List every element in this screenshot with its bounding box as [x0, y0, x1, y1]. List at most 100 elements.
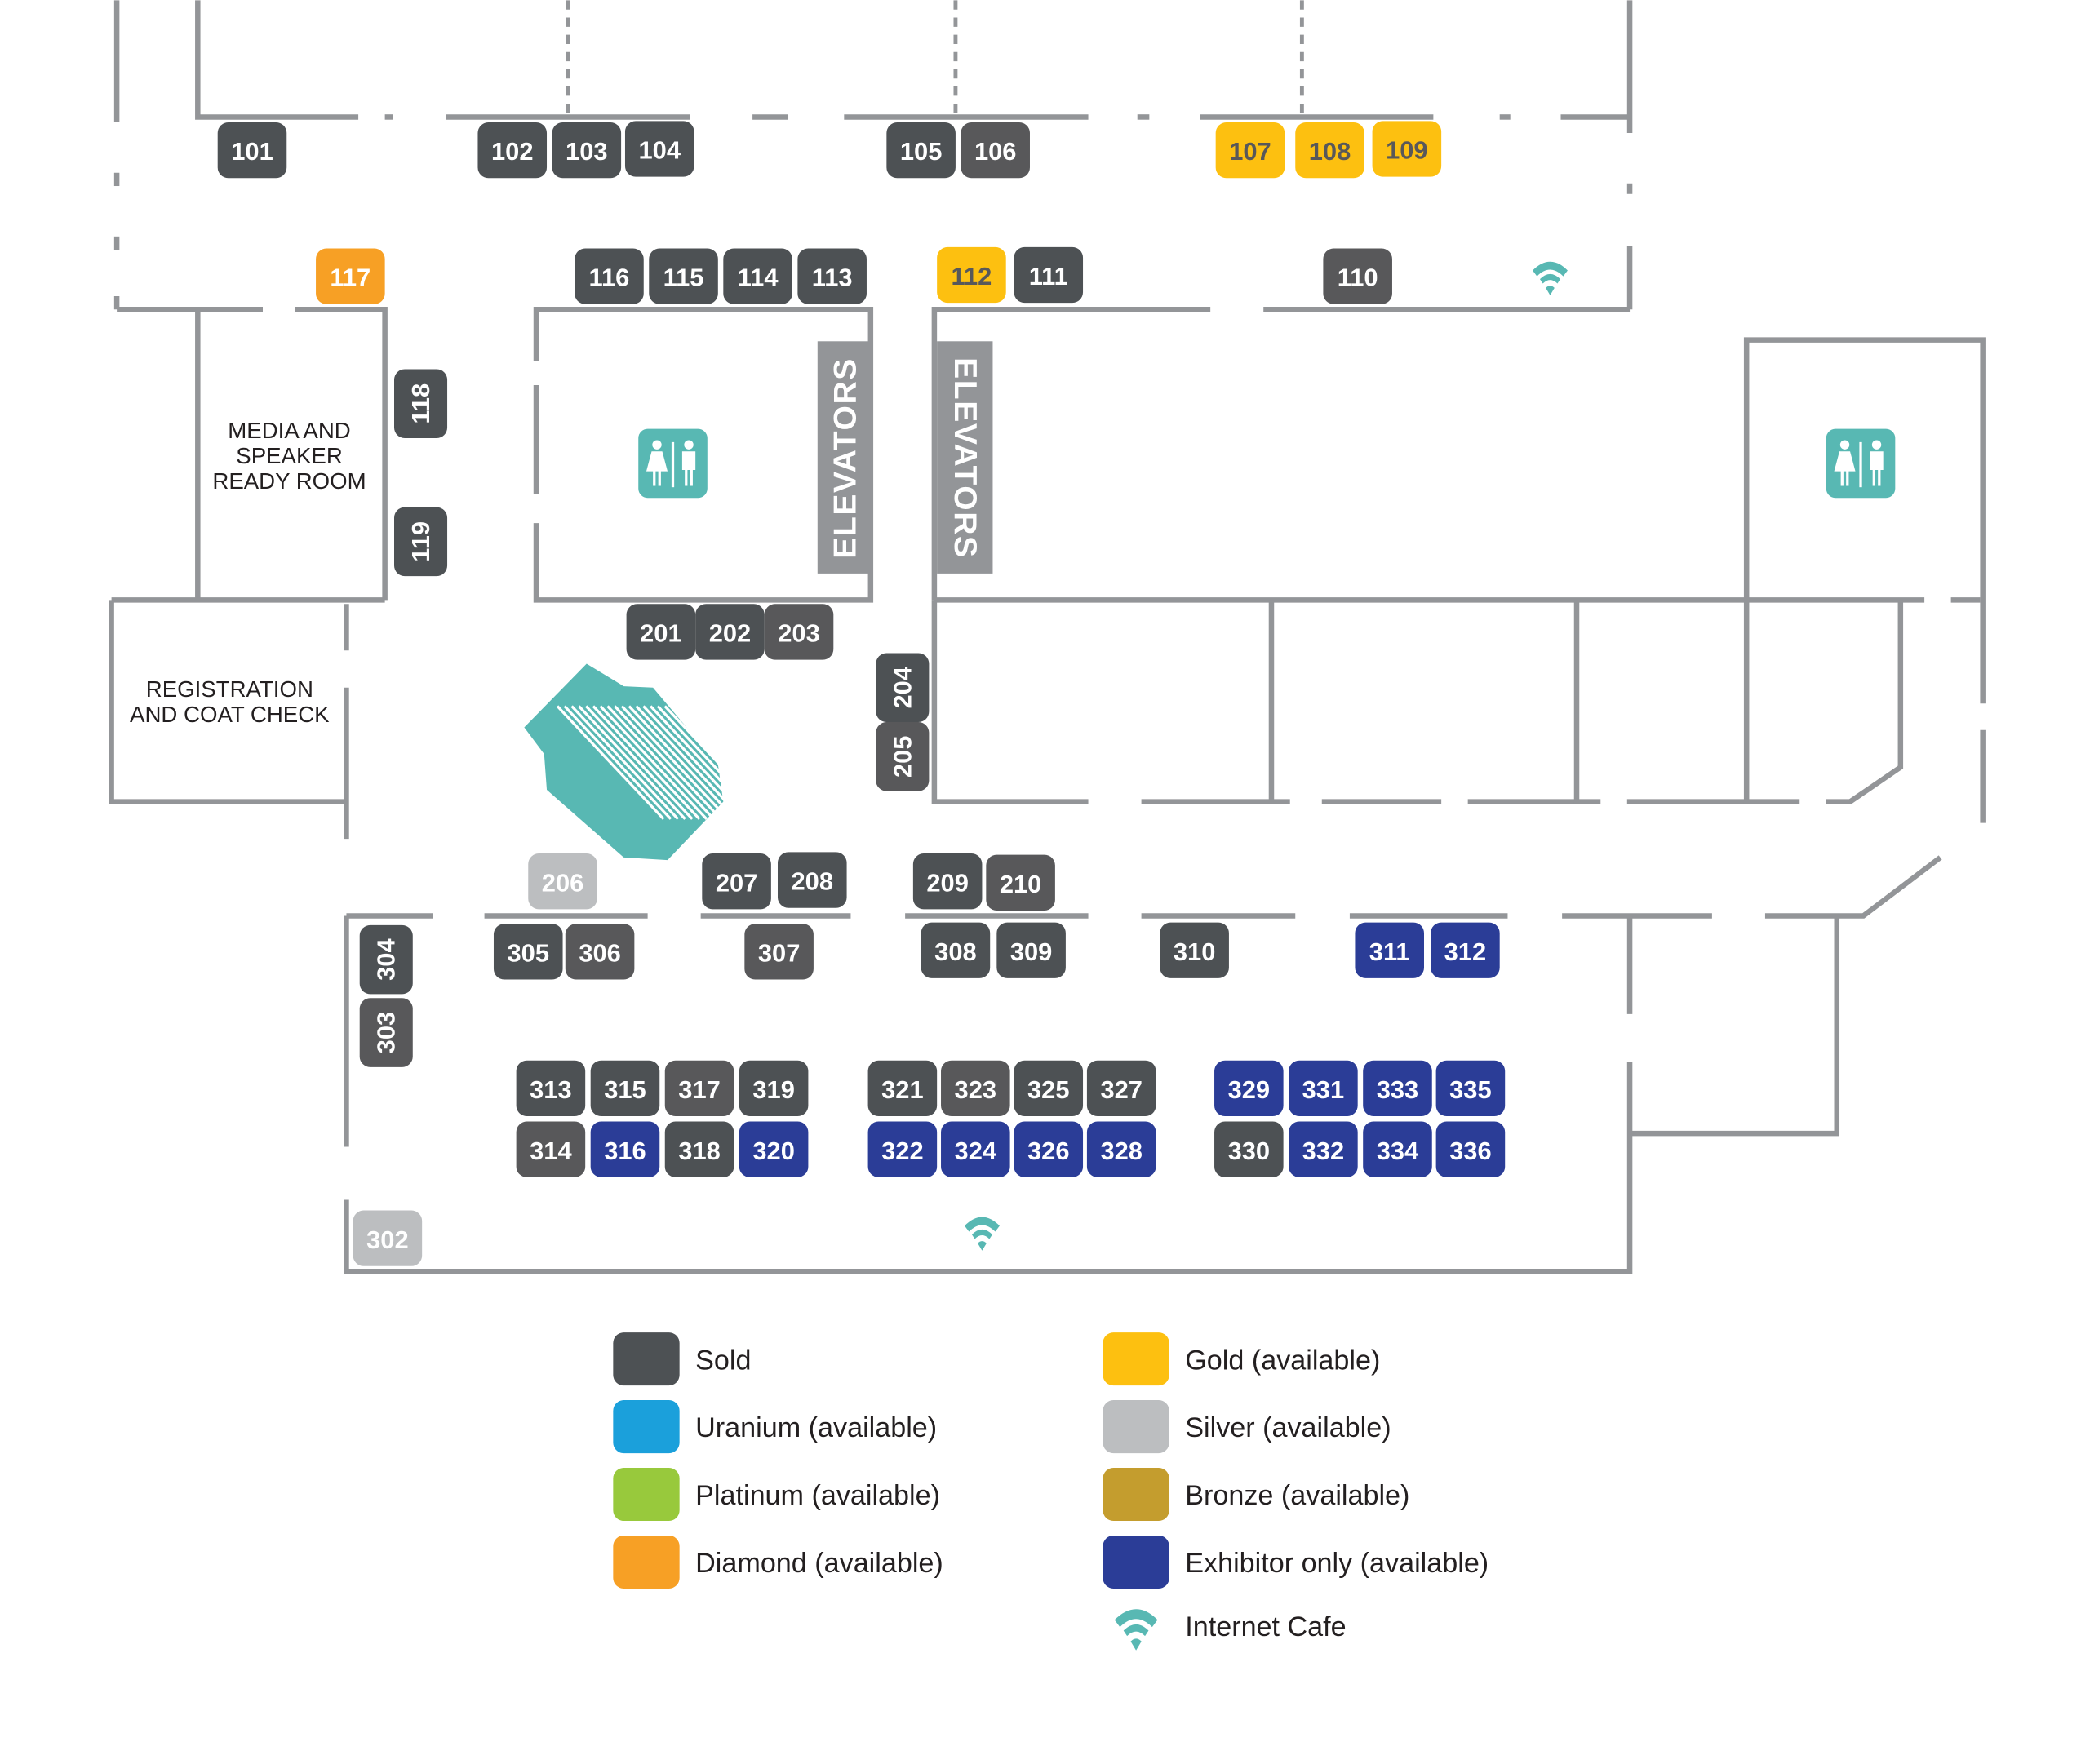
booth-tile[interactable]	[1295, 122, 1364, 179]
booth-116[interactable]: 116	[575, 248, 644, 304]
booth-tile[interactable]	[886, 122, 956, 179]
booth-tile[interactable]	[664, 1060, 734, 1117]
booth-207[interactable]: 207	[702, 853, 771, 910]
booth-tile[interactable]	[739, 1060, 809, 1117]
booth-tile[interactable]	[359, 998, 413, 1067]
booth-tile[interactable]	[777, 852, 847, 908]
booth-317[interactable]: 317	[664, 1060, 734, 1117]
booth-322[interactable]: 322	[867, 1121, 938, 1177]
booth-tile[interactable]	[876, 653, 930, 723]
booth-tile[interactable]	[867, 1121, 938, 1177]
booth-tile[interactable]	[1086, 1121, 1156, 1177]
booth-tile[interactable]	[1086, 1060, 1156, 1117]
booth-tile[interactable]	[1431, 922, 1500, 978]
booth-tile[interactable]	[1289, 1060, 1358, 1117]
booth-302[interactable]: 302	[353, 1210, 423, 1266]
booth-tile[interactable]	[590, 1060, 660, 1117]
booth-332[interactable]: 332	[1289, 1121, 1358, 1177]
booth-tile[interactable]	[575, 248, 644, 304]
booth-308[interactable]: 308	[921, 922, 991, 978]
booth-334[interactable]: 334	[1363, 1121, 1432, 1177]
booth-tile[interactable]	[394, 369, 448, 439]
booth-tile[interactable]	[695, 604, 765, 660]
booth-107[interactable]: 107	[1215, 122, 1285, 179]
booth-323[interactable]: 323	[941, 1060, 1010, 1117]
booth-tile[interactable]	[764, 604, 834, 660]
booth-tile[interactable]	[1363, 1060, 1432, 1117]
booth-tile[interactable]	[1289, 1121, 1358, 1177]
booth-202[interactable]: 202	[695, 604, 765, 660]
booth-tile[interactable]	[217, 122, 287, 179]
booth-201[interactable]: 201	[626, 604, 696, 660]
booth-210[interactable]: 210	[986, 854, 1055, 911]
booth-309[interactable]: 309	[996, 922, 1066, 978]
booth-tile[interactable]	[1323, 248, 1392, 304]
booth-tile[interactable]	[565, 924, 635, 980]
booth-110[interactable]: 110	[1323, 248, 1392, 304]
booth-209[interactable]: 209	[912, 853, 983, 910]
booth-tile[interactable]	[867, 1060, 938, 1117]
booth-tile[interactable]	[1160, 922, 1229, 978]
booth-tile[interactable]	[986, 854, 1055, 911]
booth-tile[interactable]	[493, 924, 563, 980]
booth-118[interactable]: 118	[394, 369, 448, 439]
booth-tile[interactable]	[394, 507, 448, 577]
booth-101[interactable]: 101	[217, 122, 287, 179]
booth-103[interactable]: 103	[552, 122, 622, 179]
booth-326[interactable]: 326	[1014, 1121, 1084, 1177]
booth-305[interactable]: 305	[493, 924, 563, 980]
booth-tile[interactable]	[1014, 1060, 1084, 1117]
booth-329[interactable]: 329	[1214, 1060, 1284, 1117]
booth-115[interactable]: 115	[649, 248, 718, 304]
booth-327[interactable]: 327	[1086, 1060, 1156, 1117]
booth-311[interactable]: 311	[1355, 922, 1424, 978]
booth-336[interactable]: 336	[1435, 1121, 1506, 1177]
booth-328[interactable]: 328	[1086, 1121, 1156, 1177]
booth-tile[interactable]	[1355, 922, 1424, 978]
booth-119[interactable]: 119	[394, 507, 448, 577]
booth-315[interactable]: 315	[590, 1060, 660, 1117]
booth-114[interactable]: 114	[723, 248, 792, 304]
booth-tile[interactable]	[876, 722, 930, 791]
booth-319[interactable]: 319	[739, 1060, 809, 1117]
booth-307[interactable]: 307	[744, 924, 814, 980]
booth-310[interactable]: 310	[1160, 922, 1229, 978]
booth-tile[interactable]	[1435, 1060, 1506, 1117]
booth-306[interactable]: 306	[565, 924, 635, 980]
booth-333[interactable]: 333	[1363, 1060, 1432, 1117]
booth-330[interactable]: 330	[1214, 1121, 1284, 1177]
booth-313[interactable]: 313	[516, 1060, 586, 1117]
booth-304[interactable]: 304	[359, 924, 413, 995]
booth-314[interactable]: 314	[516, 1121, 586, 1177]
booth-tile[interactable]	[528, 853, 597, 910]
booth-208[interactable]: 208	[777, 852, 847, 908]
booth-204[interactable]: 204	[876, 653, 930, 723]
booth-tile[interactable]	[921, 922, 991, 978]
booth-tile[interactable]	[797, 248, 867, 304]
booth-tile[interactable]	[624, 121, 694, 177]
booth-325[interactable]: 325	[1014, 1060, 1084, 1117]
booth-331[interactable]: 331	[1289, 1060, 1358, 1117]
booth-321[interactable]: 321	[867, 1060, 938, 1117]
booth-tile[interactable]	[702, 853, 771, 910]
booth-203[interactable]: 203	[764, 604, 834, 660]
booth-tile[interactable]	[664, 1121, 734, 1177]
booth-tile[interactable]	[744, 924, 814, 980]
booth-106[interactable]: 106	[961, 122, 1030, 179]
booth-tile[interactable]	[1372, 121, 1442, 177]
booth-303[interactable]: 303	[359, 998, 413, 1067]
booth-206[interactable]: 206	[528, 853, 597, 910]
booth-tile[interactable]	[961, 122, 1030, 179]
booth-205[interactable]: 205	[876, 722, 930, 791]
booth-tile[interactable]	[937, 246, 1006, 304]
booth-104[interactable]: 104	[624, 121, 694, 177]
booth-tile[interactable]	[1014, 1121, 1084, 1177]
booth-tile[interactable]	[1014, 246, 1084, 304]
booth-tile[interactable]	[626, 604, 696, 660]
booth-tile[interactable]	[477, 122, 548, 179]
booth-324[interactable]: 324	[941, 1121, 1010, 1177]
booth-tile[interactable]	[516, 1121, 586, 1177]
booth-tile[interactable]	[1435, 1121, 1506, 1177]
booth-tile[interactable]	[1215, 122, 1285, 179]
booth-108[interactable]: 108	[1295, 122, 1364, 179]
